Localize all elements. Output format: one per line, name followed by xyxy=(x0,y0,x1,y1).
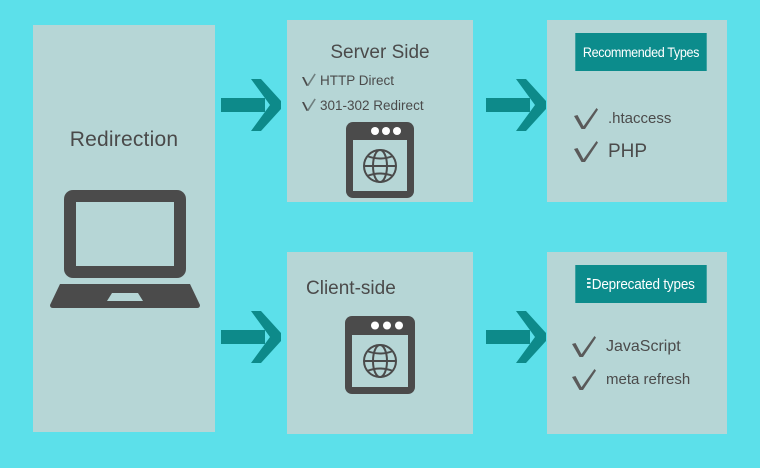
deprecated-types-banner-label: Deprecated types xyxy=(591,275,695,293)
laptop-icon xyxy=(50,190,200,308)
client-side-title: Client-side xyxy=(306,278,396,299)
arrow-right-icon xyxy=(221,311,281,363)
list-item-label: HTTP Direct xyxy=(320,73,395,88)
list-item: 301-302 Redirect xyxy=(301,93,471,118)
list-item-label: meta refresh xyxy=(606,371,691,388)
recommended-types-banner: Recommended Types xyxy=(575,33,707,71)
arrow-right-icon xyxy=(486,311,546,363)
deprecated-types-panel: Deprecated types JavaScript meta refresh xyxy=(547,252,727,434)
browser-globe-icon xyxy=(345,316,415,394)
list-item: .htaccess xyxy=(573,102,723,135)
list-item: PHP xyxy=(573,135,723,168)
banner-artifact-icon xyxy=(587,278,591,290)
recommended-types-panel: Recommended Types .htaccess PHP xyxy=(547,20,727,202)
check-icon xyxy=(302,73,316,86)
list-item: meta refresh xyxy=(571,363,721,396)
list-item-label: PHP xyxy=(608,140,648,162)
list-item-label: JavaScript xyxy=(606,337,681,355)
deprecated-types-banner: Deprecated types xyxy=(575,265,707,303)
list-item-label: .htaccess xyxy=(608,110,672,127)
server-side-title: Server Side xyxy=(330,42,430,63)
check-icon xyxy=(574,107,598,129)
browser-globe-icon xyxy=(346,122,414,198)
list-item-label: 301-302 Redirect xyxy=(320,98,424,113)
server-side-panel: Server Side HTTP Direct 301-302 Redirect xyxy=(287,20,473,202)
arrow-right-icon xyxy=(221,79,281,131)
check-icon xyxy=(574,140,598,162)
list-item: JavaScript xyxy=(571,330,721,363)
list-item: HTTP Direct xyxy=(301,68,471,93)
server-side-item-list: HTTP Direct 301-302 Redirect xyxy=(301,68,471,118)
check-icon xyxy=(302,98,316,111)
check-icon xyxy=(572,368,596,390)
arrow-right-icon xyxy=(486,79,546,131)
recommended-types-list: .htaccess PHP xyxy=(573,102,723,168)
deprecated-types-list: JavaScript meta refresh xyxy=(571,330,721,396)
check-icon xyxy=(572,335,596,357)
redirection-panel: Redirection xyxy=(33,25,215,432)
redirection-title: Redirection xyxy=(69,128,179,151)
client-side-panel: Client-side xyxy=(287,252,473,434)
